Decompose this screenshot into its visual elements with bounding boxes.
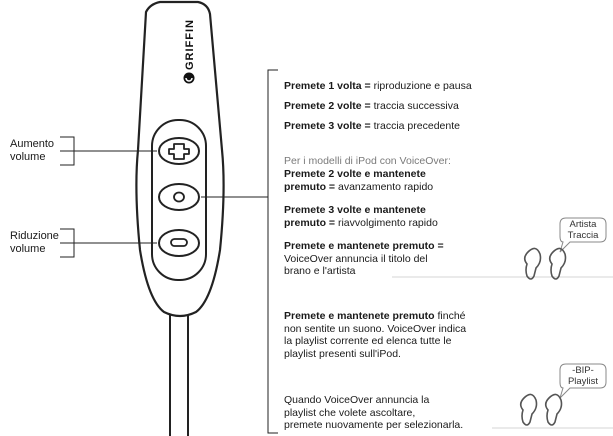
- press-thrice-hold: Premete 3 volte e mantenete premuto = ri…: [284, 204, 438, 229]
- instruction-bracket: [267, 69, 278, 434]
- press-twice: Premete 2 volte = traccia successiva: [284, 100, 459, 112]
- plus-icon: [168, 143, 190, 160]
- brand-logo: GRIFFIN: [184, 19, 196, 70]
- select-playlist: Quando VoiceOver annuncia la playlist ch…: [284, 394, 464, 431]
- press-once: Premete 1 volta = riproduzione e pausa: [284, 80, 472, 92]
- volume-down-label: Riduzione volume: [10, 230, 59, 255]
- bubble-artist-track-text: Artista Traccia: [567, 219, 599, 241]
- earbuds-icon: [523, 247, 567, 280]
- press-thrice: Premete 3 volte = traccia precedente: [284, 120, 460, 132]
- minus-icon: [170, 238, 188, 247]
- press-twice-hold: Premete 2 volte e mantenete premuto = av…: [284, 168, 434, 193]
- bubble-beep-playlist: [559, 363, 607, 399]
- circle-icon: [173, 191, 185, 203]
- cable: [169, 308, 189, 436]
- griffin-logo-icon: [183, 72, 195, 84]
- volume-up-label: Aumento volume: [10, 138, 55, 163]
- voiceover-intro: Per i modelli di iPod con VoiceOver:: [284, 155, 451, 167]
- press-hold: Premete e mantenete premuto = VoiceOver …: [284, 240, 444, 277]
- earbuds-icon-2: [519, 393, 563, 426]
- press-hold-until-beep: Premete e mantenete premuto finché non s…: [284, 310, 467, 360]
- bubble-beep-playlist-text: -BIP- Playlist: [567, 365, 599, 387]
- bubble-artist-track: [559, 217, 607, 253]
